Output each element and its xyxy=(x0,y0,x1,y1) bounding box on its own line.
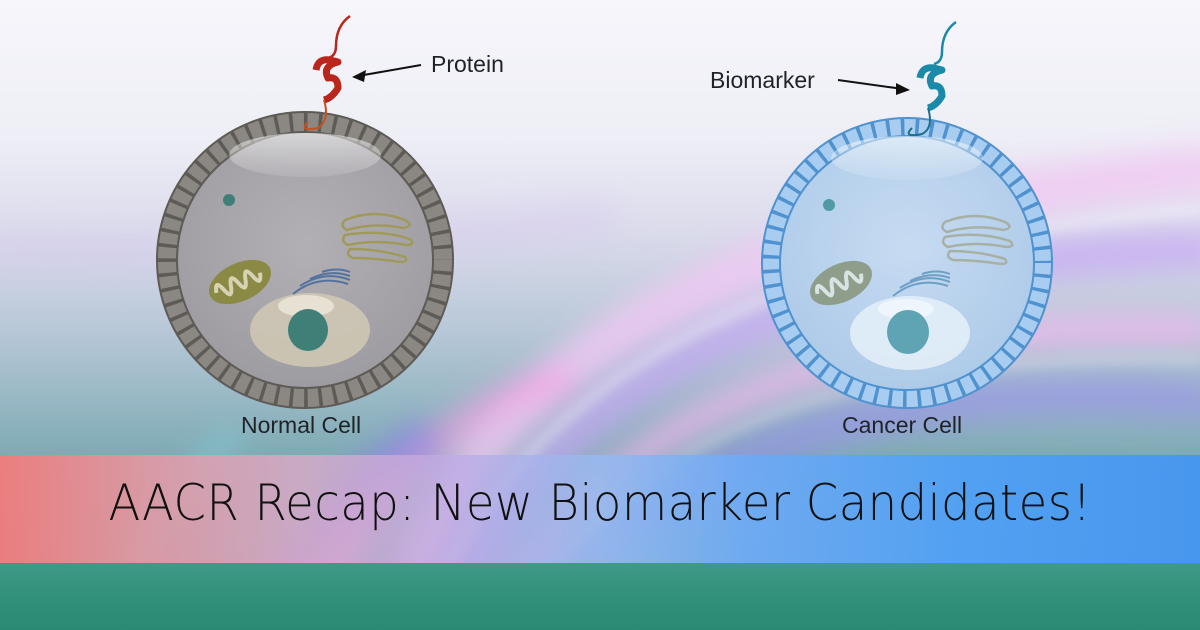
bottom-band xyxy=(0,563,1200,630)
normal-cell-label: Normal Cell xyxy=(241,412,362,438)
cancer-cell-label: Cancer Cell xyxy=(842,412,963,438)
biomarker-molecule xyxy=(907,20,957,137)
normal-cell xyxy=(156,14,454,409)
protein-label: Protein xyxy=(431,51,504,77)
cancer-cell xyxy=(761,20,1053,409)
page-title: AACR Recap: New Biomarker Candidates! xyxy=(108,474,1092,532)
biomarker-label: Biomarker xyxy=(710,67,815,93)
protein-molecule xyxy=(303,14,351,131)
title-banner xyxy=(0,455,1200,563)
